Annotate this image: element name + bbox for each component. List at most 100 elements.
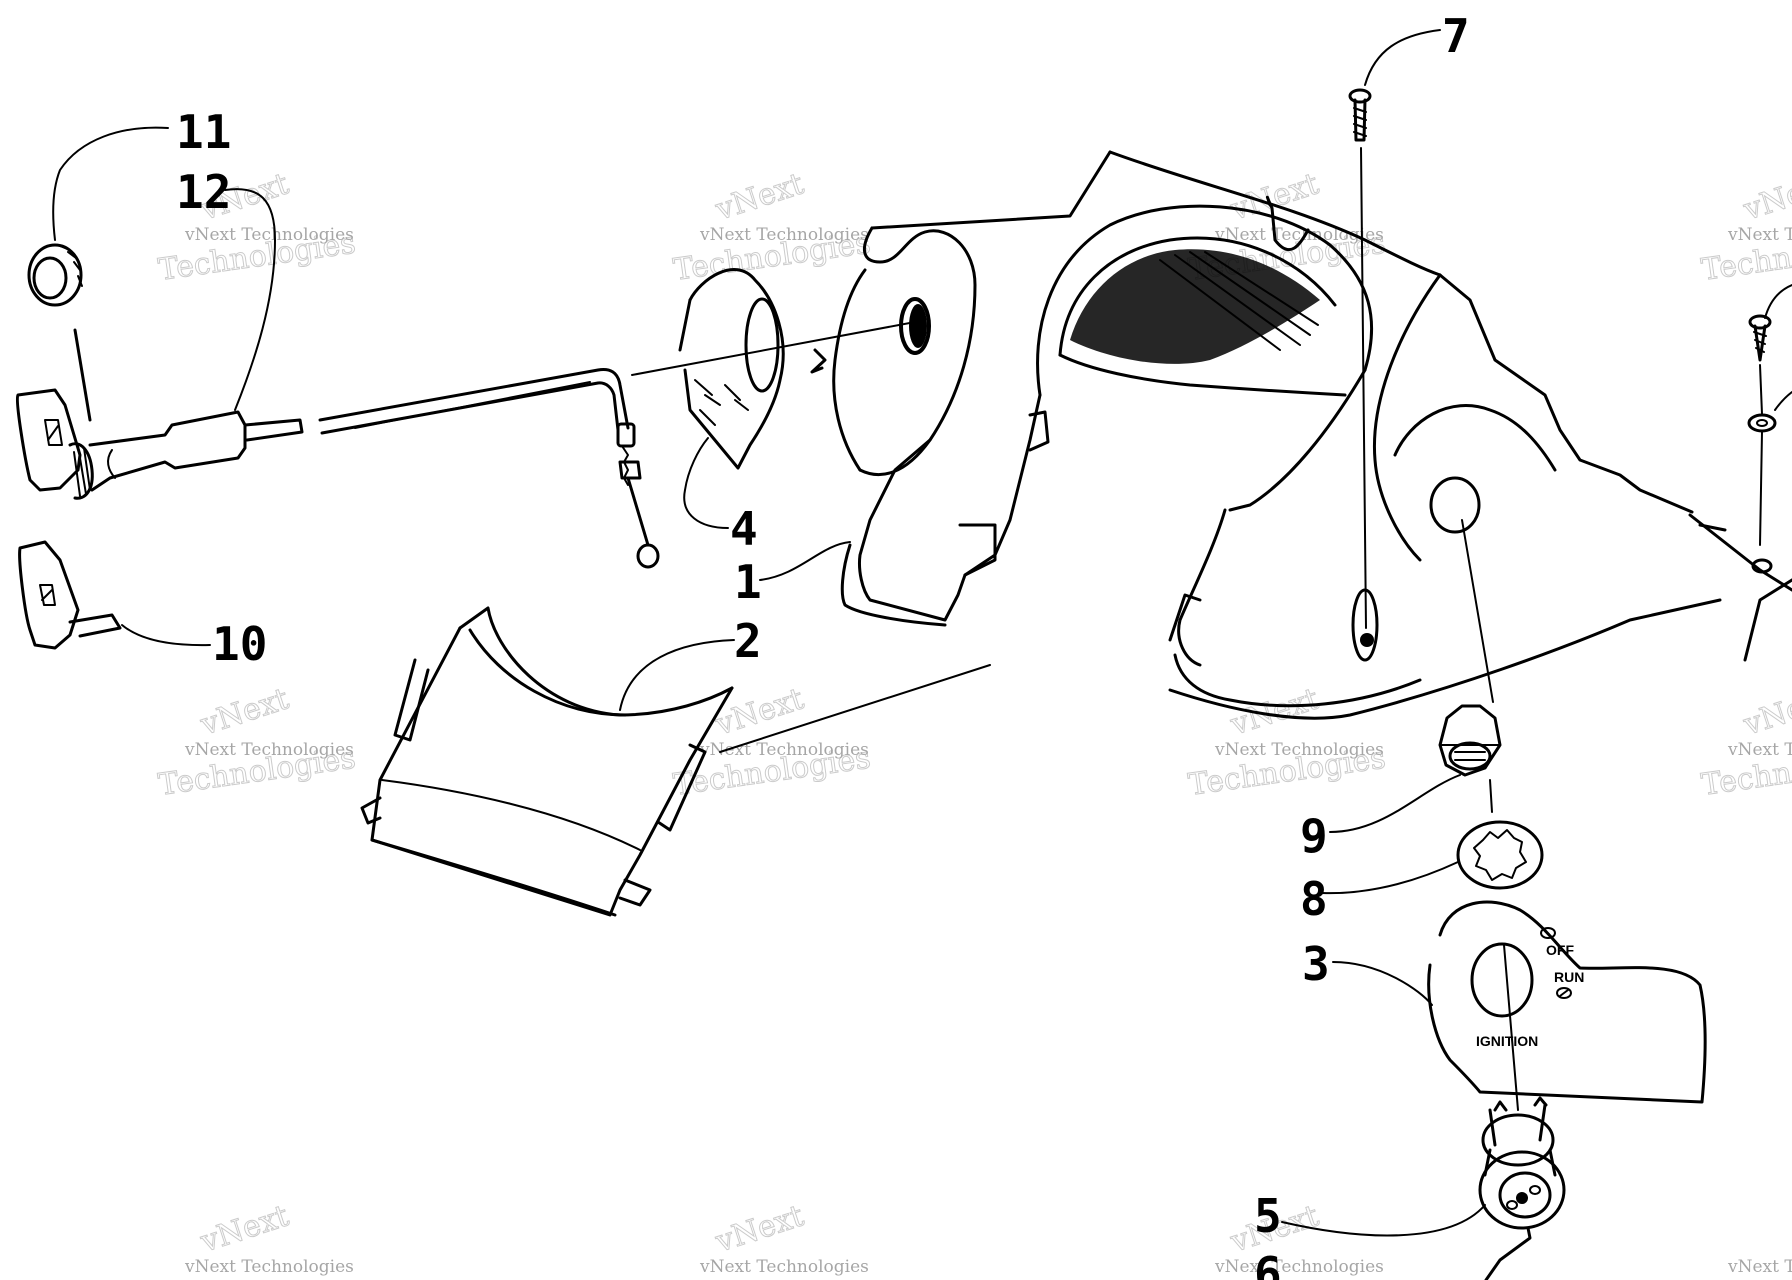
cable-wire-highlight — [354, 381, 591, 429]
hex-nut-outline — [1438, 704, 1502, 777]
ignition-off-label: OFF — [1546, 942, 1574, 958]
cover-tab-right — [656, 743, 707, 832]
pod-right-tab — [1168, 593, 1202, 642]
watermark-small-text: vNext Technologies — [1214, 740, 1384, 760]
edge-screw-shank — [1753, 324, 1767, 362]
cover-tab-left — [393, 658, 430, 742]
ignition-run-marker — [1556, 987, 1572, 999]
decal-hole — [744, 297, 780, 393]
callout-10: 10 — [212, 617, 267, 671]
ignition-decal-hole — [1470, 942, 1534, 1018]
cable-knob — [68, 442, 94, 500]
leader-cable-route — [631, 321, 916, 376]
part-7-screw — [1348, 88, 1372, 629]
leader-1 — [759, 541, 851, 581]
callout-12: 12 — [176, 165, 231, 219]
pod-left-foot — [840, 543, 947, 627]
ignition-run-marker-slash — [1559, 989, 1569, 997]
pod-bottom-inner — [1173, 653, 1422, 708]
decal-print — [694, 379, 749, 426]
part-5-ignition-switch — [1478, 1096, 1566, 1280]
leader-cover-rod — [719, 664, 991, 753]
watermark-big-text: vNext — [1739, 167, 1792, 228]
knurled-nut-inner — [32, 256, 68, 300]
cover-inner-curve — [468, 628, 627, 717]
knurled-nut-leader — [73, 328, 92, 422]
edge-screw-head — [1748, 314, 1772, 330]
cable-wire-top — [318, 368, 630, 430]
watermark-2: vNext vNext Technologies Technologies — [671, 166, 873, 288]
pod-arch-shadow — [1070, 249, 1320, 364]
watermark-big-text: vNext — [1739, 682, 1792, 743]
hex-nut-leader — [1461, 519, 1494, 703]
part-9-hex-nut — [1438, 519, 1502, 813]
watermark-small-text: vNext Technologies — [1727, 740, 1792, 760]
switch-body-top — [1481, 1113, 1555, 1167]
watermark-small-text: vNext Technologies — [1727, 1257, 1792, 1277]
watermarks: vNext vNext Technologies Technologies vN… — [156, 166, 1792, 1277]
watermark-9: vNext vNext Technologies — [184, 1198, 354, 1277]
pod-left-hole-shadow — [909, 304, 927, 348]
watermark-4: vNext vNext Technologies Technologies — [1699, 166, 1792, 288]
ignition-decal-leader — [1503, 944, 1519, 1111]
watermark-small-text: vNext Technologies — [184, 225, 354, 245]
watermark-small-text: vNext Technologies — [184, 1257, 354, 1277]
pod-right-hole — [1429, 476, 1481, 534]
switch-bezel — [1478, 1150, 1566, 1230]
callout-4: 4 — [730, 502, 758, 556]
callout-6: 6 — [1254, 1247, 1282, 1280]
pod-center-column — [1228, 368, 1367, 512]
knurled-nut-outer — [27, 243, 83, 307]
edge-washer-hole — [1756, 419, 1768, 427]
watermark-11: vNext vNext Technologies — [1214, 1198, 1384, 1277]
callout-5: 5 — [1254, 1189, 1282, 1243]
pod-top-fin — [1265, 195, 1310, 252]
watermark-big-text: vNext — [196, 682, 293, 743]
pod-left-leg — [858, 393, 1042, 622]
callout-7: 7 — [1442, 9, 1470, 63]
switch-key-slot-2 — [1529, 1185, 1541, 1195]
callout-2: 2 — [734, 614, 762, 668]
watermark-10: vNext vNext Technologies — [699, 1198, 869, 1277]
edge-leader — [1759, 364, 1763, 546]
switch-key-slot — [1516, 1192, 1528, 1204]
cable-ferrule — [616, 422, 636, 448]
cover-crease — [381, 779, 641, 851]
callout-9: 9 — [1300, 809, 1328, 863]
hex-nut-leader-lower — [1489, 779, 1493, 813]
pod-left-tab — [958, 523, 997, 577]
watermark-small-text: vNext Technologies — [699, 1257, 869, 1277]
pod-hatching — [1159, 251, 1319, 351]
ignition-decal-outline — [1427, 900, 1707, 1104]
part-8-lock-washer — [1456, 820, 1544, 890]
pod-arch-inner — [1058, 236, 1337, 357]
leader-3 — [1332, 961, 1433, 1006]
leader-2 — [619, 639, 735, 711]
pod-bottom-edge — [1168, 598, 1722, 720]
pod-bracket-hole — [1751, 558, 1773, 574]
pod-top-edge-left — [870, 150, 1112, 230]
lever-body — [18, 540, 80, 650]
knurled-nut-teeth — [59, 245, 83, 287]
watermark-12: vNext Technologies — [1727, 1257, 1792, 1277]
callout-numbers: 11 12 4 1 2 10 7 9 8 3 5 6 — [176, 9, 1470, 1280]
leader-lines — [52, 29, 1486, 1237]
part-1-handlebar-pod — [810, 150, 1792, 720]
leader-5 — [1281, 1204, 1486, 1237]
ignition-label: IGNITION — [1476, 1033, 1538, 1049]
watermark-big-text: vNext — [711, 167, 808, 228]
part-2-lower-cover — [360, 606, 734, 917]
switch-key-slot-3 — [1506, 1200, 1518, 1210]
watermark-big-text: vNext — [1226, 682, 1323, 743]
leader-7 — [1364, 29, 1441, 86]
lock-washer-teeth — [1473, 829, 1527, 881]
decal-outline — [683, 268, 785, 470]
lever-shaft — [68, 613, 122, 638]
pod-arch-bottom — [1058, 353, 1347, 397]
screw-leader — [1360, 147, 1367, 629]
pod-right-bracket — [1743, 578, 1792, 662]
cable-stub — [243, 418, 304, 442]
lock-washer-outer — [1456, 820, 1544, 890]
